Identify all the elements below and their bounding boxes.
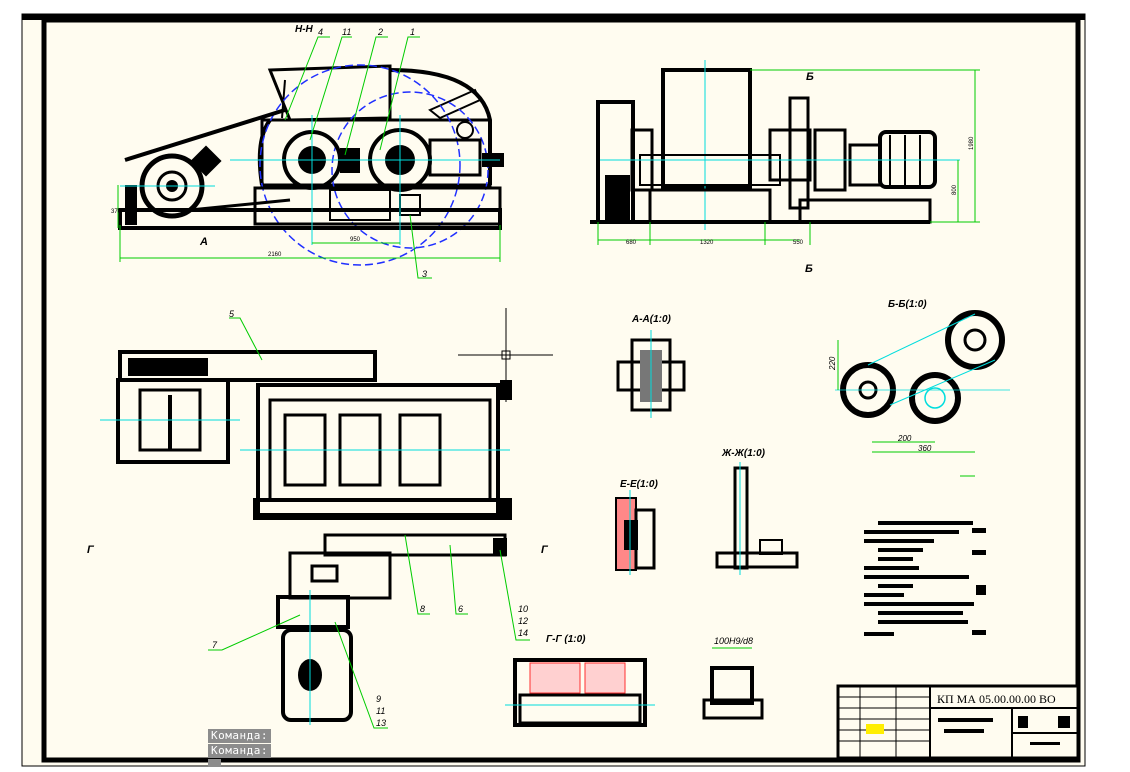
dim-front-half: 950 xyxy=(350,237,361,243)
title-block[interactable]: КП МА 05.00.00.00 ВО xyxy=(836,684,1080,760)
dim-pulley-span2: 360 xyxy=(918,444,932,453)
dim-front-height: 370 xyxy=(111,209,122,215)
command-line-prompt[interactable]: Команда: xyxy=(208,744,271,758)
dim-side-height-part: 800 xyxy=(952,184,958,195)
leader-5: 5 xyxy=(229,309,235,319)
leader-9: 9 xyxy=(376,694,381,704)
dim-pulley-vertical: 220 xyxy=(828,356,837,371)
section-zh-zh-title: Ж-Ж(1:0) xyxy=(721,448,766,459)
dim-pulley-span1: 200 xyxy=(897,434,912,443)
section-b-b[interactable]: Б-Б(1:0) 220 200 360 xyxy=(828,299,1010,477)
section-a-a[interactable]: А-А(1:0) xyxy=(616,314,686,418)
section-b-b-title: Б-Б(1:0) xyxy=(888,299,927,310)
leader-4: 4 xyxy=(318,27,323,37)
plan-view[interactable]: 5 7 8 6 10 12 14 9 11 13 Г Г xyxy=(87,308,553,729)
dim-side-height-total: 1980 xyxy=(969,136,975,150)
front-view[interactable]: 2160 950 370 Н-Н А 4 11 2 1 3 xyxy=(111,24,504,279)
section-marker-b: Б xyxy=(805,263,813,275)
section-marker-g-left: Г xyxy=(87,544,95,556)
section-e-e-title: Е-Е(1:0) xyxy=(620,479,658,490)
leader-11: 11 xyxy=(342,27,351,37)
leader-11b: 11 xyxy=(376,706,385,716)
leader-8: 8 xyxy=(420,604,425,614)
command-line-history-1: Команда: xyxy=(208,729,271,743)
dim-front-length: 2160 xyxy=(268,252,282,258)
front-view-label: Н-Н xyxy=(295,24,314,35)
leader-2: 2 xyxy=(377,27,383,37)
leader-10: 10 xyxy=(518,604,528,614)
tech-requirements xyxy=(864,521,986,636)
section-marker-a: А xyxy=(199,236,208,248)
section-g-g[interactable]: Г-Г (1:0) xyxy=(505,634,655,727)
leader-6: 6 xyxy=(458,604,463,614)
fit-detail[interactable]: 100H9/d8 xyxy=(702,636,764,720)
leader-1: 1 xyxy=(410,27,415,37)
side-view[interactable]: 680 1320 550 1980 800 Б Б xyxy=(590,60,980,275)
leader-12: 12 xyxy=(518,616,528,626)
leader-14: 14 xyxy=(518,628,528,638)
leader-7: 7 xyxy=(212,640,218,650)
command-line-input[interactable] xyxy=(208,759,222,767)
section-g-g-title: Г-Г (1:0) xyxy=(546,634,586,645)
leader-13: 13 xyxy=(376,718,386,728)
section-marker-b-top: Б xyxy=(806,71,814,83)
dim-side-c: 550 xyxy=(793,240,804,246)
section-marker-g-right: Г xyxy=(541,544,549,556)
dim-fit: 100H9/d8 xyxy=(714,636,753,646)
section-e-e[interactable]: Е-Е(1:0) xyxy=(615,479,658,575)
title-designation: КП МА 05.00.00.00 ВО xyxy=(937,692,1056,706)
leader-3: 3 xyxy=(422,269,427,279)
dim-side-a: 680 xyxy=(626,240,637,246)
section-a-a-title: А-А(1:0) xyxy=(631,314,672,325)
dim-side-b: 1320 xyxy=(700,240,714,246)
section-zh-zh[interactable]: Ж-Ж(1:0) xyxy=(715,448,799,575)
